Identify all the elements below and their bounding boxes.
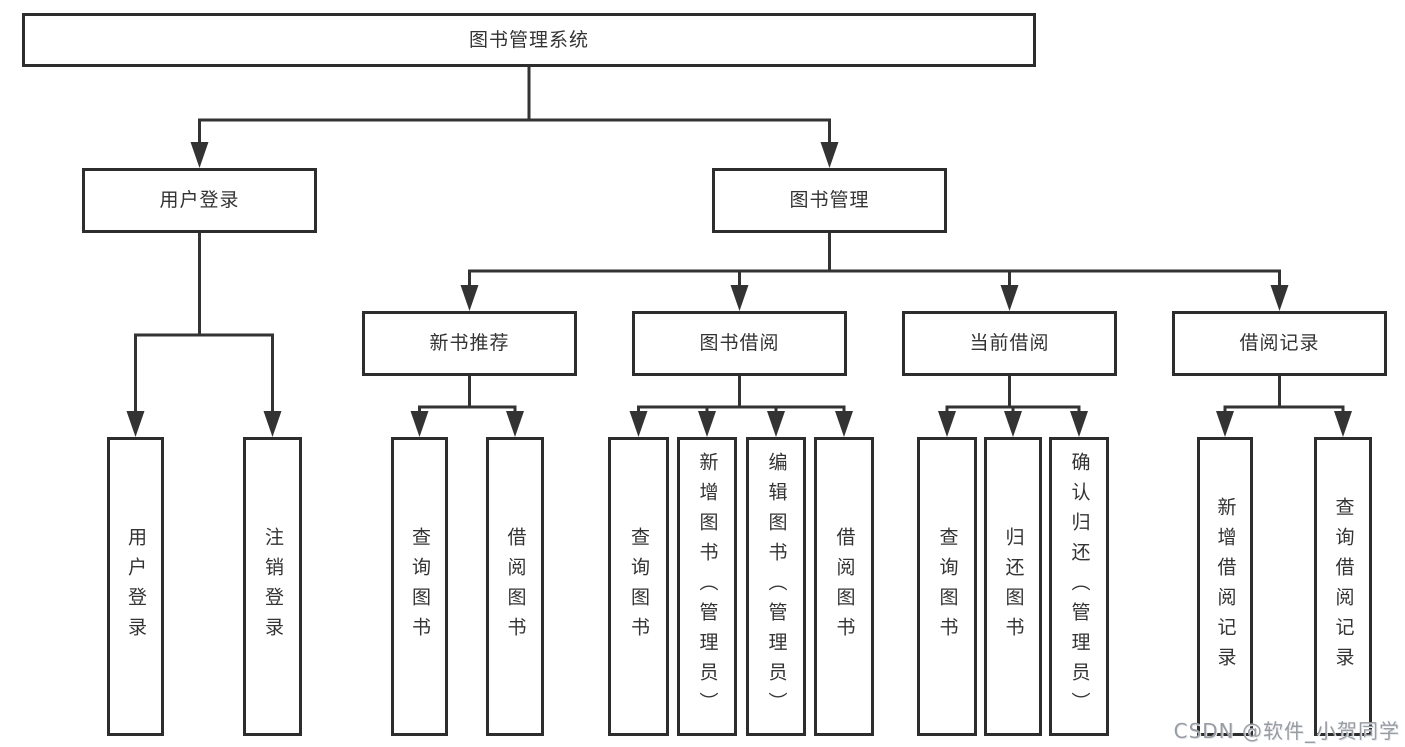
arrowhead <box>767 411 785 437</box>
arrowhead <box>506 411 524 437</box>
connector-lines <box>945 374 1081 414</box>
node-borrow-records: 借阅记录 <box>1172 311 1387 376</box>
leaf-query-books: 查询图书 <box>917 437 977 736</box>
connector-lines <box>198 65 831 144</box>
node-label: 借阅图书 <box>504 526 527 647</box>
connector-lines <box>637 374 846 414</box>
node-label: 用户登录 <box>125 526 147 647</box>
node-label: 编辑图书（管理员） <box>765 451 788 722</box>
node-label: 新增借阅记录 <box>1214 496 1237 677</box>
connector-current-borrow <box>938 374 1088 437</box>
arrowhead <box>190 142 209 168</box>
connector-lines <box>1223 374 1345 414</box>
leaf-query-books: 查询图书 <box>608 437 669 736</box>
leaf-edit-books-admin: 编辑图书（管理员） <box>746 437 806 736</box>
arrowhead <box>1000 285 1019 311</box>
leaf-logout: 注销登录 <box>243 437 302 736</box>
node-label: 借阅图书 <box>833 526 856 647</box>
node-library-system: 图书管理系统 <box>22 13 1036 67</box>
node-label: 用户登录 <box>159 189 240 211</box>
leaf-confirm-return-admin: 确认归还（管理员） <box>1049 437 1109 736</box>
leaf-add-books-admin: 新增图书（管理员） <box>677 437 737 736</box>
node-book-management: 图书管理 <box>712 168 947 233</box>
arrowhead <box>126 411 145 437</box>
connector-book-management <box>460 231 1289 311</box>
connector-lines <box>468 231 1281 288</box>
arrowhead <box>263 411 282 437</box>
node-label: 新增图书（管理员） <box>696 451 719 722</box>
leaf-borrow-books: 借阅图书 <box>486 437 544 736</box>
node-label: 注销登录 <box>262 526 284 647</box>
connector-lines <box>134 231 274 414</box>
node-label: 查询图书 <box>628 526 650 647</box>
arrowhead <box>835 411 853 437</box>
node-label: 借阅记录 <box>1239 332 1320 354</box>
node-new-book-recommend: 新书推荐 <box>362 311 577 376</box>
leaf-query-books: 查询图书 <box>391 437 448 736</box>
arrowhead <box>1270 285 1289 311</box>
connector-book-borrow <box>629 374 853 437</box>
node-label: 确认归还（管理员） <box>1068 451 1091 722</box>
leaf-return-books: 归还图书 <box>984 437 1042 736</box>
arrowhead <box>938 411 956 437</box>
leaf-add-borrow-record: 新增借阅记录 <box>1197 437 1253 736</box>
connector-borrow-records <box>1216 374 1352 437</box>
connector-new-book-recommend <box>410 374 524 437</box>
connector-user-login <box>126 231 282 437</box>
node-label: 查询借阅记录 <box>1332 496 1355 677</box>
arrowhead <box>730 285 749 311</box>
arrowhead <box>698 411 716 437</box>
node-label: 新书推荐 <box>429 332 510 354</box>
leaf-query-borrow-record: 查询借阅记录 <box>1314 437 1372 736</box>
arrowhead <box>1004 411 1022 437</box>
arrowhead <box>410 411 429 437</box>
node-user-login: 用户登录 <box>82 168 317 233</box>
arrowhead <box>1070 411 1088 437</box>
connector-lines <box>418 374 517 414</box>
node-label: 查询图书 <box>409 526 431 647</box>
arrowhead <box>820 142 839 168</box>
arrowhead <box>1216 411 1234 437</box>
node-label: 图书管理系统 <box>468 28 589 51</box>
node-label: 图书管理 <box>789 189 870 211</box>
node-book-borrow: 图书借阅 <box>632 311 847 376</box>
leaf-user-login: 用户登录 <box>107 437 164 736</box>
node-current-borrow: 当前借阅 <box>902 311 1117 376</box>
leaf-borrow-books: 借阅图书 <box>814 437 874 736</box>
node-label: 归还图书 <box>1002 526 1025 647</box>
arrowhead <box>460 285 479 311</box>
node-label: 图书借阅 <box>699 332 780 354</box>
arrowhead <box>1334 411 1352 437</box>
watermark: CSDN @软件_小贺同学 <box>1173 719 1400 743</box>
connector-root-to-level2 <box>190 65 839 168</box>
node-label: 查询图书 <box>936 526 959 647</box>
arrowhead <box>629 411 648 437</box>
node-label: 当前借阅 <box>969 332 1050 354</box>
